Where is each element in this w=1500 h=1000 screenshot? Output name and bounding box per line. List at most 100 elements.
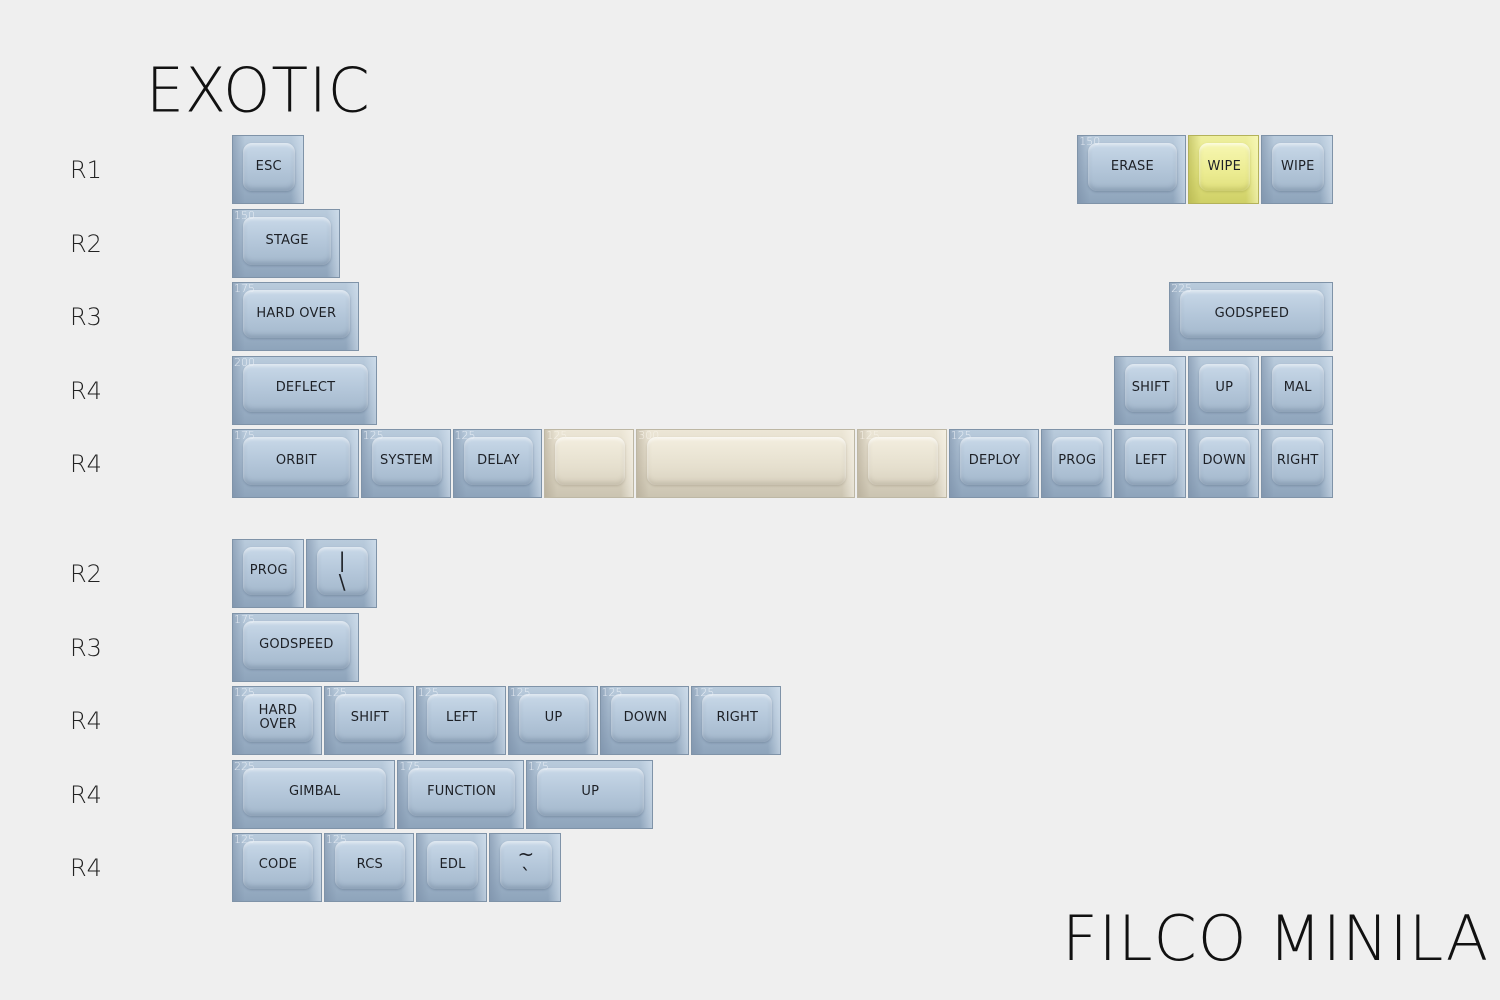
- keycap-top: UP: [518, 694, 589, 742]
- keycap-size-label: 125: [693, 686, 715, 699]
- keycap-top: SHIFT: [334, 694, 405, 742]
- keycap-top: UP: [1198, 364, 1250, 412]
- row-label: R4: [70, 377, 102, 405]
- keycap-size-label: 175: [234, 429, 255, 442]
- keycap-legend: GODSPEED: [259, 637, 334, 652]
- keycap-top: HARD OVER: [243, 290, 350, 338]
- keycap-top: [647, 437, 846, 485]
- row-label: R1: [70, 156, 102, 184]
- keycap: 300: [636, 429, 855, 498]
- keycap: SHIFT: [1114, 356, 1186, 425]
- row-label: R4: [70, 854, 102, 882]
- row-label: R3: [70, 303, 102, 331]
- keycap-top: DEPLOY: [959, 437, 1030, 485]
- keycap-top: STAGE: [243, 217, 332, 265]
- keycap: ESC: [232, 135, 304, 204]
- keycap-legend: | \: [338, 548, 346, 594]
- keycap-legend: SHIFT: [350, 710, 389, 725]
- keycap-legend: DELAY: [477, 453, 520, 468]
- keycap-top: DOWN: [610, 694, 681, 742]
- keycap-top: HARD OVER: [243, 694, 313, 742]
- keycap-top: ERASE: [1088, 143, 1177, 191]
- keycap: EDL: [415, 833, 488, 902]
- keycap: UP: [1187, 356, 1259, 425]
- keycap-legend: MAL: [1283, 380, 1312, 395]
- keycap-size-label: 125: [601, 686, 623, 699]
- keycap-legend: ORBIT: [275, 453, 317, 468]
- keycap-legend: DEFLECT: [275, 380, 336, 395]
- keycap-top: ~ `: [500, 841, 552, 889]
- keycap-top: RCS: [334, 841, 405, 889]
- keycap-size-label: 150: [1079, 135, 1101, 148]
- keycap-size-label: 225: [1171, 282, 1193, 295]
- keycap-top: LEFT: [1125, 437, 1177, 485]
- keycap-legend: DOWN: [623, 710, 668, 725]
- keycap-top: WIPE: [1272, 143, 1324, 191]
- keycap-size-label: 200: [234, 356, 255, 369]
- keycap-size-label: 175: [234, 282, 255, 295]
- keycap-size-label: 150: [234, 209, 255, 222]
- keycap-size-label: 125: [858, 429, 880, 442]
- row-label: R3: [70, 634, 102, 662]
- keycap-size-label: 225: [234, 760, 255, 773]
- keycap: WIPE: [1187, 135, 1259, 204]
- keycap-legend: UP: [544, 710, 563, 725]
- keycap-legend: STAGE: [265, 233, 309, 248]
- keycap-legend: ERASE: [1110, 159, 1154, 174]
- keycap-legend: RIGHT: [716, 710, 759, 725]
- keycap-legend: UP: [581, 784, 600, 799]
- keycap-size-label: 125: [546, 429, 568, 442]
- keycap-legend: HARD OVER: [258, 703, 298, 732]
- keycap-top: DEFLECT: [243, 364, 368, 412]
- keycap: PROG: [232, 539, 304, 608]
- keycap-size-label: 125: [325, 686, 347, 699]
- keycap-top: DOWN: [1198, 437, 1250, 485]
- keycap-legend: WIPE: [1207, 159, 1242, 174]
- keycap-top: [555, 437, 626, 485]
- keycap-size-label: 125: [325, 833, 347, 846]
- keycap: PROG: [1040, 429, 1112, 498]
- keycap-top: WIPE: [1198, 143, 1250, 191]
- keycap-legend: WIPE: [1280, 159, 1315, 174]
- keycap-size-label: 125: [234, 833, 255, 846]
- keycap-size-label: 125: [509, 686, 531, 699]
- keycap-top: ORBIT: [243, 437, 350, 485]
- keycap-size-label: 125: [362, 429, 384, 442]
- keycap: 125: [544, 429, 635, 498]
- keycap-legend: FUNCTION: [427, 784, 497, 799]
- keycap-top: LEFT: [426, 694, 497, 742]
- keycap-legend: GODSPEED: [1214, 306, 1290, 321]
- footer-title: FILCO MINILA: [1062, 902, 1490, 975]
- keycap-legend: EDL: [439, 857, 466, 872]
- keycap-top: EDL: [426, 841, 479, 889]
- keycap-legend: UP: [1215, 380, 1234, 395]
- keycap: WIPE: [1261, 135, 1333, 204]
- row-label: R4: [70, 707, 102, 735]
- keycap-size-label: 125: [417, 686, 439, 699]
- keycap-size-label: 175: [234, 613, 255, 626]
- keycap-top: GODSPEED: [1180, 290, 1324, 338]
- keycap-top: RIGHT: [702, 694, 773, 742]
- keycap-legend: HARD OVER: [256, 306, 337, 321]
- keycap-top: [867, 437, 938, 485]
- keycap-top: SHIFT: [1125, 364, 1177, 412]
- keycap-legend: SYSTEM: [380, 453, 434, 468]
- keycap-size-label: 125: [950, 429, 972, 442]
- row-label: R2: [70, 230, 102, 258]
- keycap-top: ESC: [243, 143, 295, 191]
- keycap-legend: DEPLOY: [968, 453, 1021, 468]
- keycap: LEFT: [1114, 429, 1186, 498]
